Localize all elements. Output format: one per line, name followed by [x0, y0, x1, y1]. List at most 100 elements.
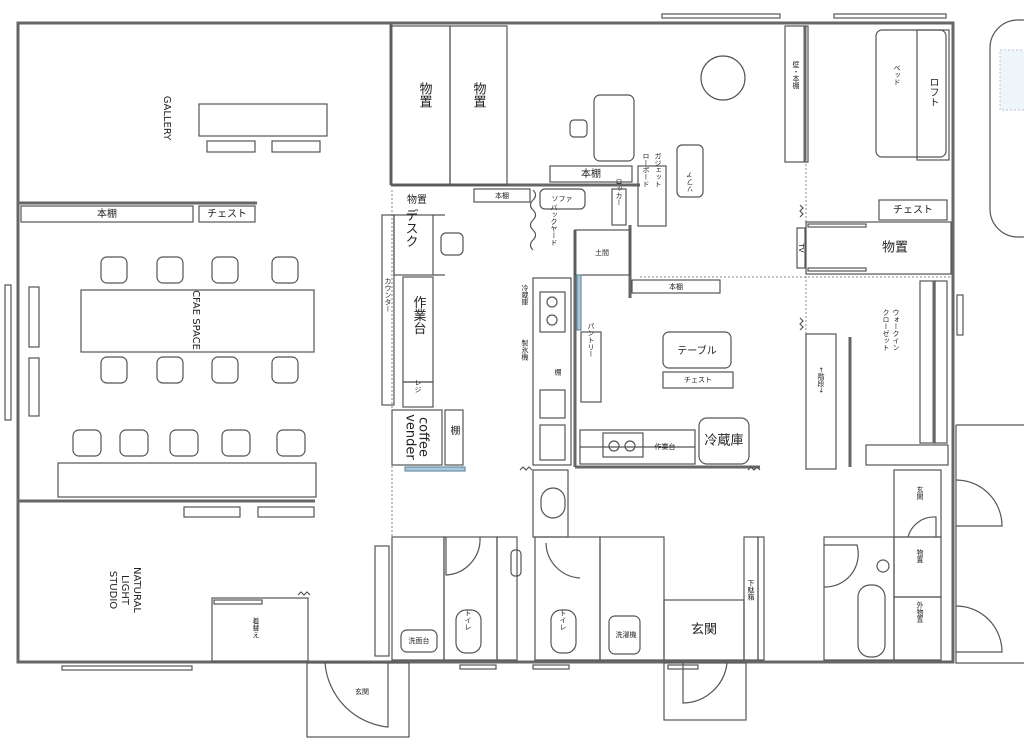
plan-shape: [893, 536, 942, 598]
plan-shape: [662, 371, 734, 389]
plan-shape: [297, 591, 311, 596]
label-storage: 物置: [471, 82, 487, 108]
label-fridge: 冷蔵庫: [521, 284, 529, 307]
outdoor-area: [989, 19, 1024, 238]
window: [956, 294, 964, 336]
label-workbench: 作業台: [655, 442, 676, 451]
bathtub: [857, 584, 886, 658]
plan-shape: [169, 429, 199, 457]
label-outdoor-storage: 外物置: [916, 601, 924, 623]
label-loft: ロフト: [927, 77, 938, 107]
label: vender: [403, 414, 418, 460]
plan-shape: [510, 549, 522, 577]
plan-shape: [28, 357, 40, 417]
plan-shape: [546, 296, 558, 308]
storage: [449, 25, 508, 186]
label-sofa: ソファ: [552, 195, 573, 203]
plan-shape: [546, 314, 558, 326]
label-chest: チェスト: [207, 208, 247, 220]
plan-shape: [637, 165, 667, 227]
label-counter: カウンター: [384, 278, 392, 313]
label-register: レジ: [414, 379, 422, 393]
plan-shape: [539, 389, 566, 419]
label-lowboard: ローボード: [642, 153, 650, 188]
plan-shape: [404, 466, 466, 472]
plan-shape: [400, 629, 438, 653]
cafe-chairs: [72, 256, 306, 457]
label-bookshelf: 本棚: [581, 167, 601, 180]
plan-shape: [496, 536, 518, 661]
label: ウォークイン: [892, 309, 900, 351]
plan-shape: [823, 544, 859, 588]
label-bed: ベッド: [893, 65, 901, 86]
plan-shape: [257, 506, 315, 518]
label-stairs: ←階段→: [817, 367, 825, 393]
plan-shape: [271, 140, 321, 153]
room-label-studio: NATURAL LIGHT STUDIO: [107, 567, 142, 613]
plan-shape: [611, 188, 627, 226]
plan-shape: [934, 280, 948, 444]
plan-shape: [183, 506, 241, 518]
plan-shape: [955, 479, 1003, 527]
toilet-icon: [455, 609, 482, 654]
plan-shape: [72, 429, 102, 457]
label-table: テーブル: [677, 344, 716, 357]
room-label-walk-in-closet: ウォークイン クローゼット: [882, 309, 900, 351]
plan-shape: [391, 409, 443, 466]
label-chest: チェスト: [893, 204, 933, 216]
plan-shape: [805, 221, 952, 275]
plan-shape: [206, 140, 256, 153]
plan-shape: [893, 596, 942, 661]
label-bookshelf: 本棚: [495, 191, 509, 200]
plan-shape: [663, 662, 747, 721]
plan-shape: [580, 331, 602, 403]
chair: [440, 232, 464, 256]
plan-shape: [799, 317, 804, 331]
plan-shape: [100, 256, 128, 284]
plan-shape: [211, 256, 239, 284]
plan-shape: [602, 432, 644, 458]
plan-shape: [784, 25, 809, 163]
plan-shape: [443, 536, 498, 661]
entrance-left: [306, 662, 410, 738]
door-icon: [682, 662, 728, 704]
label-tv: TV: [797, 242, 805, 252]
label-gadget: ガジェット: [654, 153, 662, 188]
desk: [593, 94, 635, 162]
label-entrance: 玄関: [916, 485, 924, 501]
plan-shape: [747, 466, 761, 471]
plan-shape: [893, 469, 942, 538]
label-washbasin: 洗面台: [409, 636, 430, 645]
room-label-backyard: バックヤード: [550, 204, 558, 246]
plan-shape: [907, 516, 937, 538]
window: [459, 664, 497, 670]
label-sofa: ソファ: [686, 171, 694, 192]
stairs: [805, 333, 837, 470]
sofa: [539, 188, 586, 210]
plan-shape: [865, 444, 949, 466]
plan-shape: [608, 440, 620, 452]
label-changing: 着替え: [252, 617, 260, 639]
changing-room: [211, 597, 309, 662]
plan-shape: [271, 256, 299, 284]
label-coffee-vender: coffee vender: [403, 414, 431, 460]
label: coffee: [416, 417, 431, 457]
label-storage: 物置: [916, 548, 924, 563]
label-doma: 土間: [595, 248, 609, 257]
plan-shape: [473, 188, 531, 203]
label: クローゼット: [882, 309, 890, 351]
window: [661, 13, 781, 19]
label-storage: 物置: [882, 241, 908, 256]
bed: [875, 29, 947, 158]
plan-shape: [119, 429, 149, 457]
label-toilet: トイレ: [559, 610, 567, 631]
toilet-icon: [550, 609, 577, 654]
plan-shape: [631, 279, 721, 294]
plan-shape: [534, 536, 601, 661]
plan-shape: [916, 29, 950, 161]
plan-shape: [539, 424, 566, 461]
bookshelf: [20, 205, 194, 223]
chair: [569, 119, 588, 138]
label-pantry: パントリー: [587, 323, 595, 358]
washing-machine: [608, 615, 641, 655]
